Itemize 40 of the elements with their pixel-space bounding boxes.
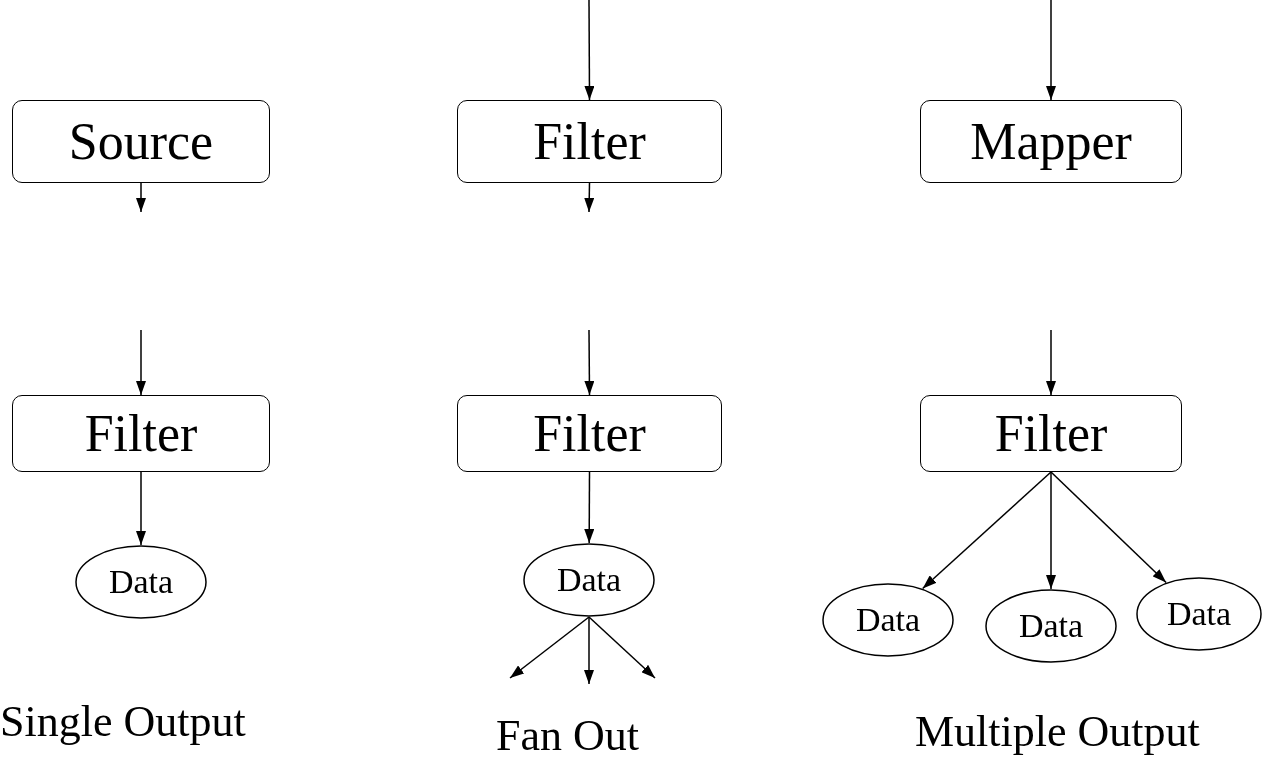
process-box	[920, 100, 1182, 183]
caption-text: Fan Out	[496, 714, 639, 758]
node-label: Mapper	[970, 115, 1132, 168]
node-label: Data	[556, 563, 622, 597]
caption-text: Single Output	[0, 700, 246, 744]
arrow	[1046, 329, 1056, 396]
process-box	[457, 395, 722, 472]
node-label: Filter	[533, 407, 646, 460]
node-label: Filter	[84, 407, 198, 460]
data-ellipse	[523, 543, 655, 617]
arrow	[921, 471, 1052, 590]
data-ellipse	[985, 589, 1117, 663]
data-ellipse	[822, 583, 954, 657]
node-label: Data	[1018, 609, 1084, 643]
data-ellipse	[75, 545, 207, 619]
caption-text: Multiple Output	[915, 710, 1200, 754]
process-box	[920, 395, 1182, 472]
arrow	[1046, 471, 1056, 590]
node-label: Source	[68, 115, 214, 168]
process-box	[12, 100, 270, 183]
arrow	[1046, 0, 1056, 101]
arrow	[509, 616, 590, 679]
node-label: Filter	[994, 407, 1108, 460]
arrow	[1050, 471, 1167, 584]
arrow	[584, 616, 594, 685]
arrow	[584, 329, 595, 396]
node-label: Filter	[533, 115, 646, 168]
node-label: Data	[108, 565, 174, 599]
arrow	[588, 616, 656, 679]
process-box	[12, 395, 270, 472]
arrow	[584, 182, 595, 213]
arrow	[584, 0, 595, 101]
arrow	[136, 471, 146, 546]
node-label: Data	[855, 603, 921, 637]
arrow	[584, 471, 595, 544]
arrow	[136, 329, 146, 396]
process-box	[457, 100, 722, 183]
arrow	[136, 182, 146, 213]
data-ellipse	[1136, 577, 1262, 651]
node-label: Data	[1166, 597, 1232, 631]
